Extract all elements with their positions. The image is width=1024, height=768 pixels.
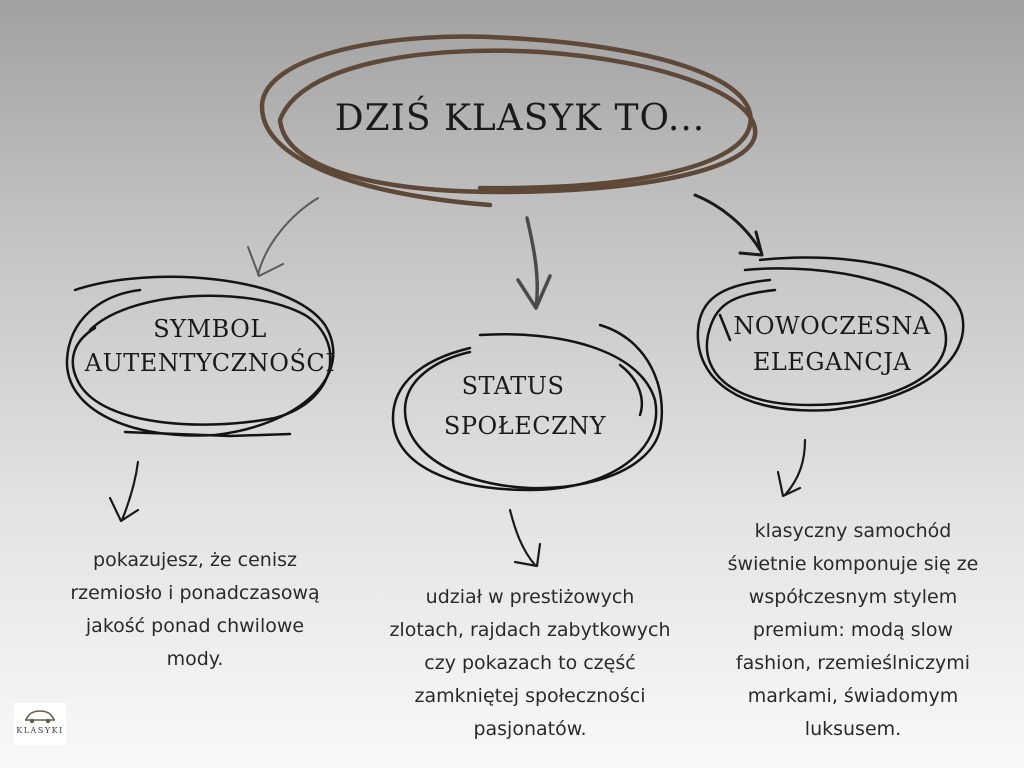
description-line: fashion, rzemieślniczymi (735, 652, 971, 674)
node-label-line: SPOŁECZNY (443, 412, 607, 440)
description-line: udział w prestiżowych (425, 586, 635, 608)
description-symbol: pokazujesz, że cenisz rzemiosło i ponadc… (50, 544, 340, 676)
description-status: udział w prestiżowych zlotach, rajdach z… (370, 581, 690, 746)
node-scribbles (65, 256, 965, 492)
node-label-line: STATUS (461, 372, 565, 400)
description-line: mody. (166, 648, 224, 670)
arrow-down-2-icon (508, 508, 537, 567)
node-label-line: NOWOCZESNA (733, 312, 931, 340)
description-line: jakość ponad chwilowe (85, 615, 305, 637)
arrow-center-icon (525, 216, 540, 310)
title-arrows (247, 193, 764, 310)
brand-logo: KLASYKI (14, 703, 66, 745)
arrow-down-1-icon (120, 460, 140, 522)
description-line: pasjonatów. (473, 718, 587, 740)
node-symbol-autentycznosci: SYMBOL AUTENTYCZNOŚCI (70, 312, 350, 380)
logo-text: KLASYKI (16, 726, 64, 735)
description-line: zlotach, rajdach zabytkowych (389, 619, 671, 641)
description-line: markami, świadomym (747, 685, 959, 707)
description-line: klasyczny samochód (754, 520, 952, 542)
node-label-line: ELEGANCJA (752, 348, 912, 376)
arrow-right-icon (693, 193, 762, 252)
description-line: współczesnym stylem (748, 586, 958, 608)
description-line: rzemiosło i ponadczasową (70, 582, 320, 604)
description-line: świetnie komponuje się ze (727, 553, 979, 575)
title-ring (259, 34, 758, 208)
description-line: luksusem. (804, 718, 902, 740)
arrow-down-3-icon (783, 438, 807, 497)
node-label-line: SYMBOL (153, 315, 267, 343)
node-nowoczesna-elegancja: NOWOCZESNA ELEGANCJA (712, 308, 952, 380)
car-logo-icon (25, 710, 55, 724)
description-line: pokazujesz, że cenisz (93, 549, 297, 571)
description-line: zamkniętej społeczności (414, 685, 646, 707)
description-arrows (108, 438, 807, 568)
description-line: premium: modą slow (752, 619, 954, 641)
node-status-spoleczny: STATUS SPOŁECZNY (430, 366, 620, 446)
node-label-line: AUTENTYCZNOŚCI (84, 349, 336, 377)
arrow-left-icon (257, 197, 319, 276)
description-line: czy pokazach to część (424, 652, 636, 674)
description-elegancja: klasyczny samochód świetnie komponuje si… (705, 515, 1001, 746)
diagram-title: DZIŚ KLASYK TO... (334, 98, 706, 139)
